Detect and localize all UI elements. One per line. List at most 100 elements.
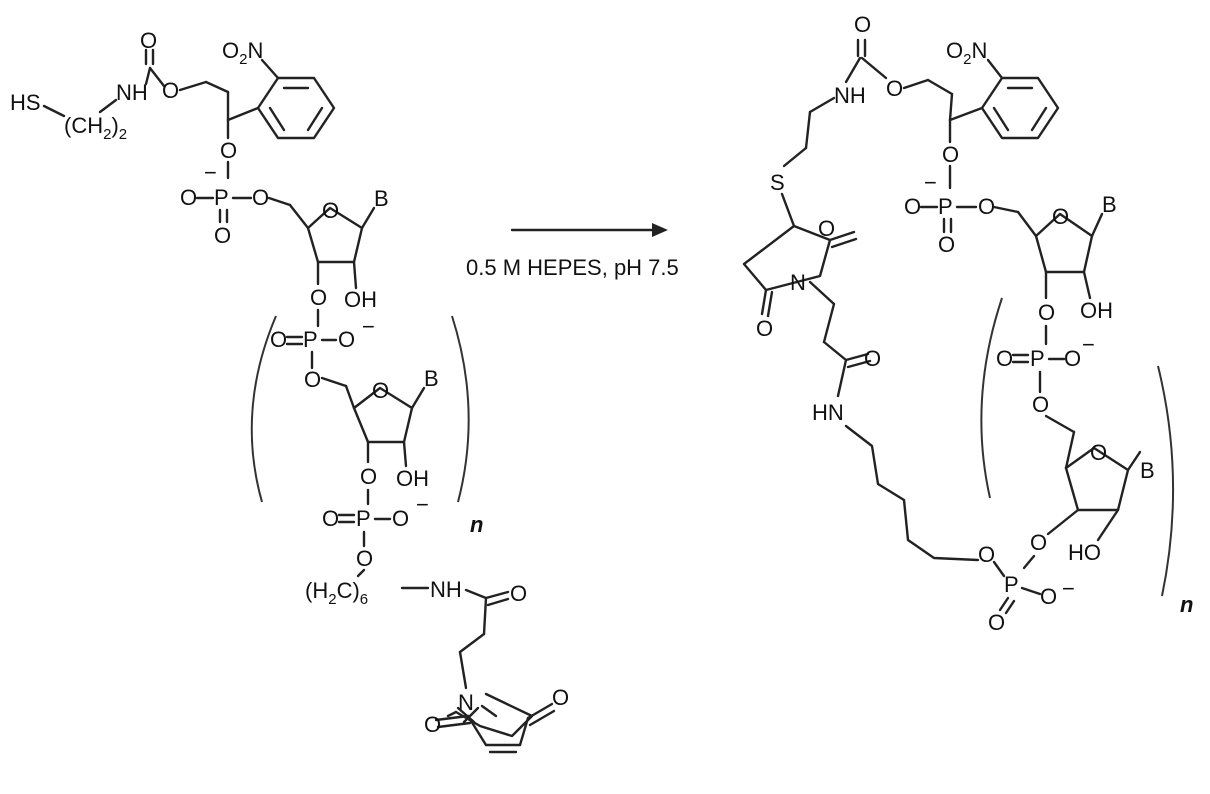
bond [1046,508,1080,536]
hexyl-chain [844,424,980,562]
bond [344,384,356,410]
reaction-conditions: 0.5 M HEPES, pH 7.5 [466,255,679,280]
bond [1096,508,1120,542]
bond [1126,450,1142,472]
bond [178,80,208,92]
maleimide-o-label: O [424,712,441,737]
bond [446,710,458,718]
phosphate-o-label: O [938,232,955,257]
phosphate-o-label: O [996,346,1013,371]
ring-double-bond [306,106,324,132]
carbonyl-double-bond [844,352,870,362]
phosphate-o-label: O [1032,392,1049,417]
carbonyl-double-bond [766,290,774,318]
carbonyl-double-bond [436,721,472,729]
bond [42,104,66,118]
bond [822,340,848,362]
carbonyl-double-bond [528,709,556,727]
repeat-count-label: n [470,512,483,537]
bond [844,56,862,84]
ribose-ring [1034,212,1094,274]
bond [822,302,836,344]
bond [1082,270,1092,300]
bond [808,96,836,114]
carbonyl-double-bond [434,714,470,722]
reactant-structure: HS (CH2)2 NH O O O2N O − O P O O [10,28,569,754]
bond [804,110,812,150]
nitro-group-label: O2N [946,38,987,68]
bond [226,106,260,122]
phosphate-o-label: O [942,142,959,167]
ethyl-linker-label: (CH2)2 [64,113,127,143]
phosphate-charge: − [1082,332,1095,357]
bond [1090,212,1104,238]
carbonyl-double-bond [828,230,856,242]
bond [986,58,1004,80]
hydroxyl-label: OH [396,466,429,491]
ester-o-label: O [886,76,903,101]
bond [926,78,954,96]
ribose-ring [1064,446,1130,512]
ribose-ring [306,206,364,264]
base-label: B [1102,192,1117,217]
bond [992,560,1006,578]
phosphate-o-label: O [338,327,355,352]
phosphate-o-label: O [978,194,995,219]
bond [948,106,984,122]
succinimide-ring [742,224,832,292]
succinimide-n-label: N [790,270,806,295]
bond [260,58,280,80]
hydroxyl-label: OH [344,287,377,312]
phosphate-charge: − [362,314,375,339]
maleimide-n-label: N [458,690,474,715]
ring-o-label: O [322,198,339,223]
hydroxyl-label: OH [1080,298,1113,323]
phosphate-o-label: O [180,185,197,210]
bond [98,98,118,114]
carbonyl-double-bond [846,359,872,369]
phosphate-o-label: O [322,506,339,531]
amide-o-label: O [510,581,527,606]
repeat-bracket-right [451,315,470,503]
bond [458,650,468,690]
phosphorus-label: P [1030,346,1045,371]
phosphate-o-label: O [1030,530,1047,555]
repeat-bracket-left [980,297,1003,499]
repeat-bracket-right [1157,365,1175,597]
bond [836,358,848,398]
carbonyl-double-bond [760,288,768,316]
carbonyl-o-label: O [140,28,157,53]
bond [320,376,348,388]
carbonyl-double-bond [484,590,510,600]
phosphate-o-label: O [356,546,373,571]
base-label: B [1140,458,1155,483]
maleimide-o-label: O [552,685,569,710]
bond [458,632,486,654]
bond [808,280,836,306]
bond [148,66,166,88]
base-label: B [424,366,439,391]
thioether-s-label: S [770,170,785,195]
amide-o-label: O [864,346,881,371]
phosphate-charge: − [1062,576,1075,601]
phosphate-charge: − [204,160,217,185]
bond [1044,414,1076,434]
phosphate-o-label: O [220,138,237,163]
bond [402,440,408,468]
carbonyl-double-bond [526,702,554,720]
bond [480,704,498,718]
phosphate-charge: − [416,492,429,517]
carbonyl-double-bond [830,237,858,249]
bond [780,192,796,228]
bond [352,260,358,290]
phosphate-o-label: O [392,506,409,531]
p-o-double-bond [1004,599,1016,615]
succinimide-o-label: O [756,316,773,341]
phosphorus-label: P [214,185,229,210]
bond [144,66,152,86]
base-label: B [374,186,389,211]
ring-double-bond [1030,106,1048,132]
phosphate-o-label: O [988,610,1005,635]
product-structure: O NH O O2N S O N O [742,12,1193,635]
